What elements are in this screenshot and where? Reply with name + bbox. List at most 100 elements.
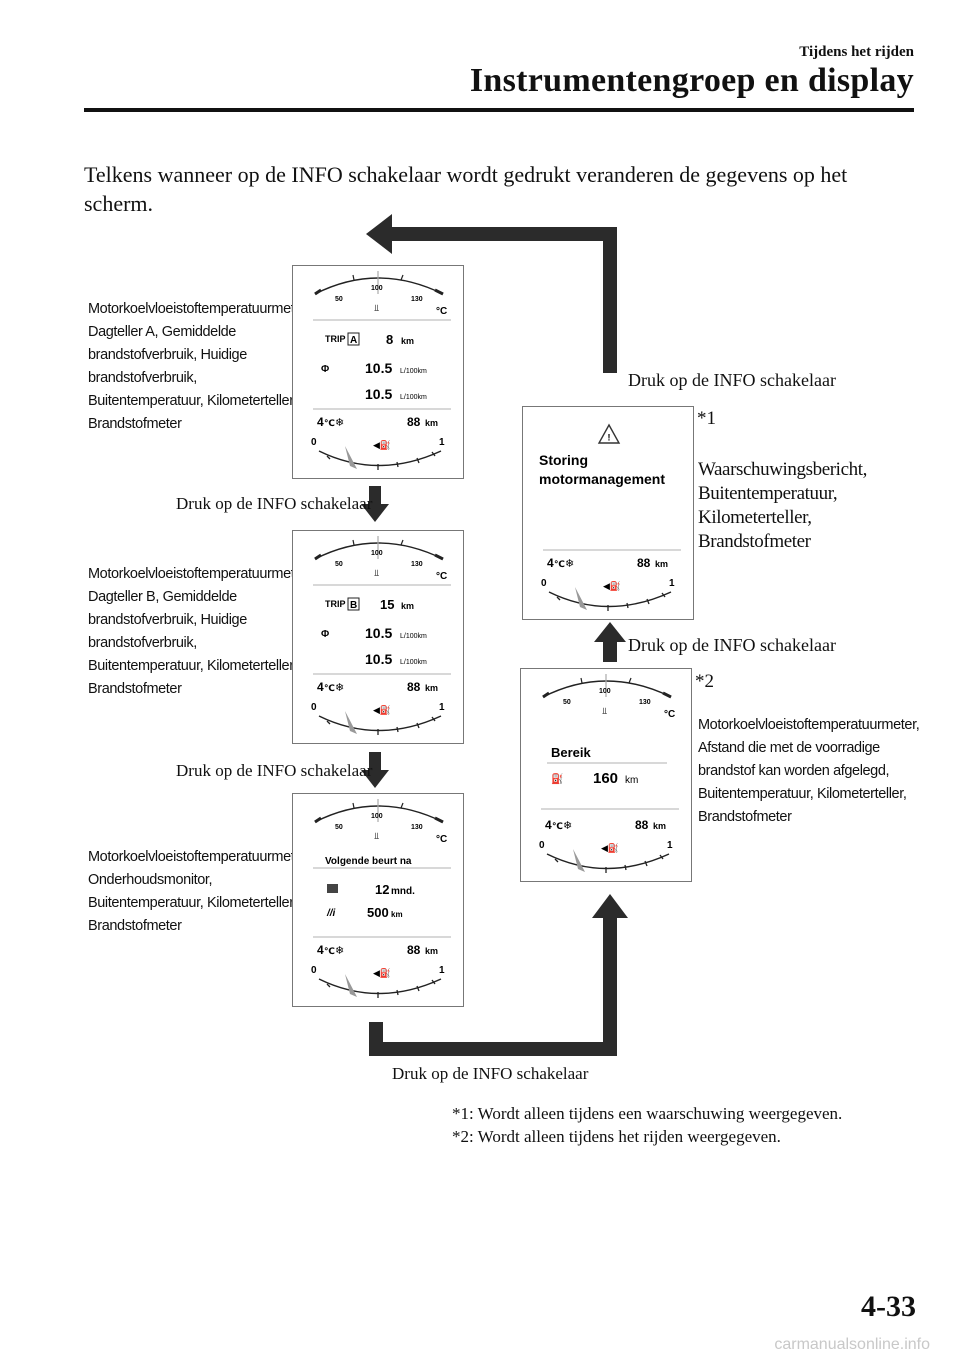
press-label-middle: Druk op de INFO schakelaar [628,635,836,655]
fuel-pump-icon: ◀⛽ [373,704,391,715]
fuel-tick-0: 0 [539,840,545,851]
page-number: 4-33 [861,1290,916,1323]
press-label-1: Druk op de INFO schakelaar [176,494,373,513]
range-title: Bereik [551,745,592,760]
trip-prefix: TRIP [325,334,346,344]
range-marker: *2 [695,671,714,692]
svg-text:TRIP: TRIP [325,599,346,609]
outside-temp-unit: ℃ [552,821,563,831]
odometer-value: 88 [637,556,651,570]
loop-bottom-right-vertical [603,916,617,1056]
trip-prefix: TRIP [325,599,346,609]
loop-top-horizontal [388,227,617,241]
outside-temp: 4 [545,818,552,832]
avg-fuel-icon: Φ [321,629,329,640]
temp-tick-130: 130 [411,824,423,831]
fuel-tick-0: 0 [311,702,317,713]
temp-tick-50: 50 [335,561,343,568]
outside-temp-unit: ℃ [554,559,565,569]
odometer-value: 88 [407,943,421,957]
range-description: Motorkoelvloeistoftemperatuurmeter, Afst… [698,717,920,825]
trip-letter: A [350,335,357,346]
temp-tick-50: 50 [335,296,343,303]
coolant-icon: ⫫ [601,706,607,716]
outside-temp-unit: ℃ [324,683,335,693]
loop-top-vertical [603,227,617,373]
warning-screen-svg: ! Storing motormanagement 4 ℃ ❄ 88 km 0 … [539,423,681,611]
trip-unit: km [401,601,414,611]
fuel-tick-0: 0 [311,965,317,976]
odometer-unit: km [655,559,668,569]
screen-3-description: Motorkoelvloeistoftemperatuurmeter, Onde… [88,849,310,934]
down-arrow-1-head [361,504,389,522]
fuel-pump-icon: ◀⛽ [603,580,621,591]
temp-tick-100: 100 [371,813,383,820]
odometer-value: 88 [407,680,421,694]
up-arrow-head [594,622,626,642]
up-arrow-shaft [603,640,617,662]
section-heading: Tijdens het rijden [799,44,914,60]
avg-fuel-unit: L/100km [400,633,427,640]
screen-2-svg: 50 100 130 °C ⫫ TRIP B 15 km Φ 10.5 L/10… [311,536,451,735]
loop-bottom-horizontal [369,1042,617,1056]
odometer-unit: km [425,418,438,428]
snowflake-icon: ❄ [565,558,574,570]
fuel-pump-icon: ◀⛽ [373,439,391,450]
fuel-tick-0: 0 [541,578,547,589]
temp-unit: °C [436,306,447,317]
trip-letter: B [350,600,357,611]
svg-text:!: ! [608,433,611,443]
intro-paragraph: Telkens wanneer op de INFO schakelaar wo… [84,162,848,216]
screen-1-description: Motorkoelvloeistoftemperatuurmeter, Dagt… [88,301,310,432]
page-title: Instrumentengroep en display [469,62,914,99]
loop-top-arrowhead-left [366,214,392,254]
maint-km-unit: km [391,910,403,919]
avg-fuel-value: 10.5 [365,360,392,376]
calendar-icon [327,884,338,893]
outside-temp: 4 [317,415,324,429]
temp-tick-100: 100 [371,550,383,557]
loop-bottom-arrowhead-up [592,894,628,918]
avg-fuel-icon: Φ [321,364,329,375]
press-label-2: Druk op de INFO schakelaar [176,761,373,780]
temp-tick-130: 130 [411,296,423,303]
maint-months-unit: mnd. [391,886,415,897]
fuel-pump-icon: ◀⛽ [373,967,391,978]
warning-line-1: Storing [539,452,588,468]
current-fuel-unit: L/100km [400,394,427,401]
screen-1-svg: 50 100 130 °C ⫫ TRIP A 8 km Φ 10.5 L/100… [311,271,451,470]
down-arrow-2-head [361,770,389,788]
trip-value: 8 [386,332,393,347]
down-arrow-1-shaft [369,486,381,506]
display-screen-trip-b: 50 100 130 °C ⫫ TRIP B 15 km Φ 10.5 L/10… [292,530,464,744]
display-screen-range: 50 100 130 °C ⫫ Bereik ⛽ 160 km 4 ℃ ❄ 88… [520,668,692,882]
fuel-tick-1: 1 [669,578,675,589]
fuel-tick-1: 1 [667,840,673,851]
current-fuel-unit: L/100km [400,659,427,666]
odometer-value: 88 [407,415,421,429]
coolant-icon: ⫫ [373,568,379,578]
watermark: carmanualsonline.info [774,1336,930,1353]
outside-temp: 4 [317,680,324,694]
warning-line-2: motormanagement [539,471,665,487]
footnote-2: *2: Wordt alleen tijdens het rijden weer… [452,1127,781,1146]
snowflake-icon: ❄ [335,682,344,694]
outside-temp: 4 [547,556,554,570]
range-unit: km [625,775,638,786]
down-arrow-2-shaft [369,752,381,772]
outside-temp-unit: ℃ [324,418,335,428]
maint-months-value: 12 [375,882,389,897]
temp-unit: °C [664,709,675,720]
coolant-icon: ⫫ [373,303,379,313]
avg-fuel-value: 10.5 [365,625,392,641]
temp-tick-130: 130 [639,699,651,706]
fuel-tick-1: 1 [439,702,445,713]
outside-temp: 4 [317,943,324,957]
temp-tick-100: 100 [371,285,383,292]
display-screen-warning: ! Storing motormanagement 4 ℃ ❄ 88 km 0 … [522,406,694,620]
warning-icon [597,423,621,444]
temp-tick-50: 50 [563,699,571,706]
header-rule [84,108,914,112]
temp-unit: °C [436,571,447,582]
